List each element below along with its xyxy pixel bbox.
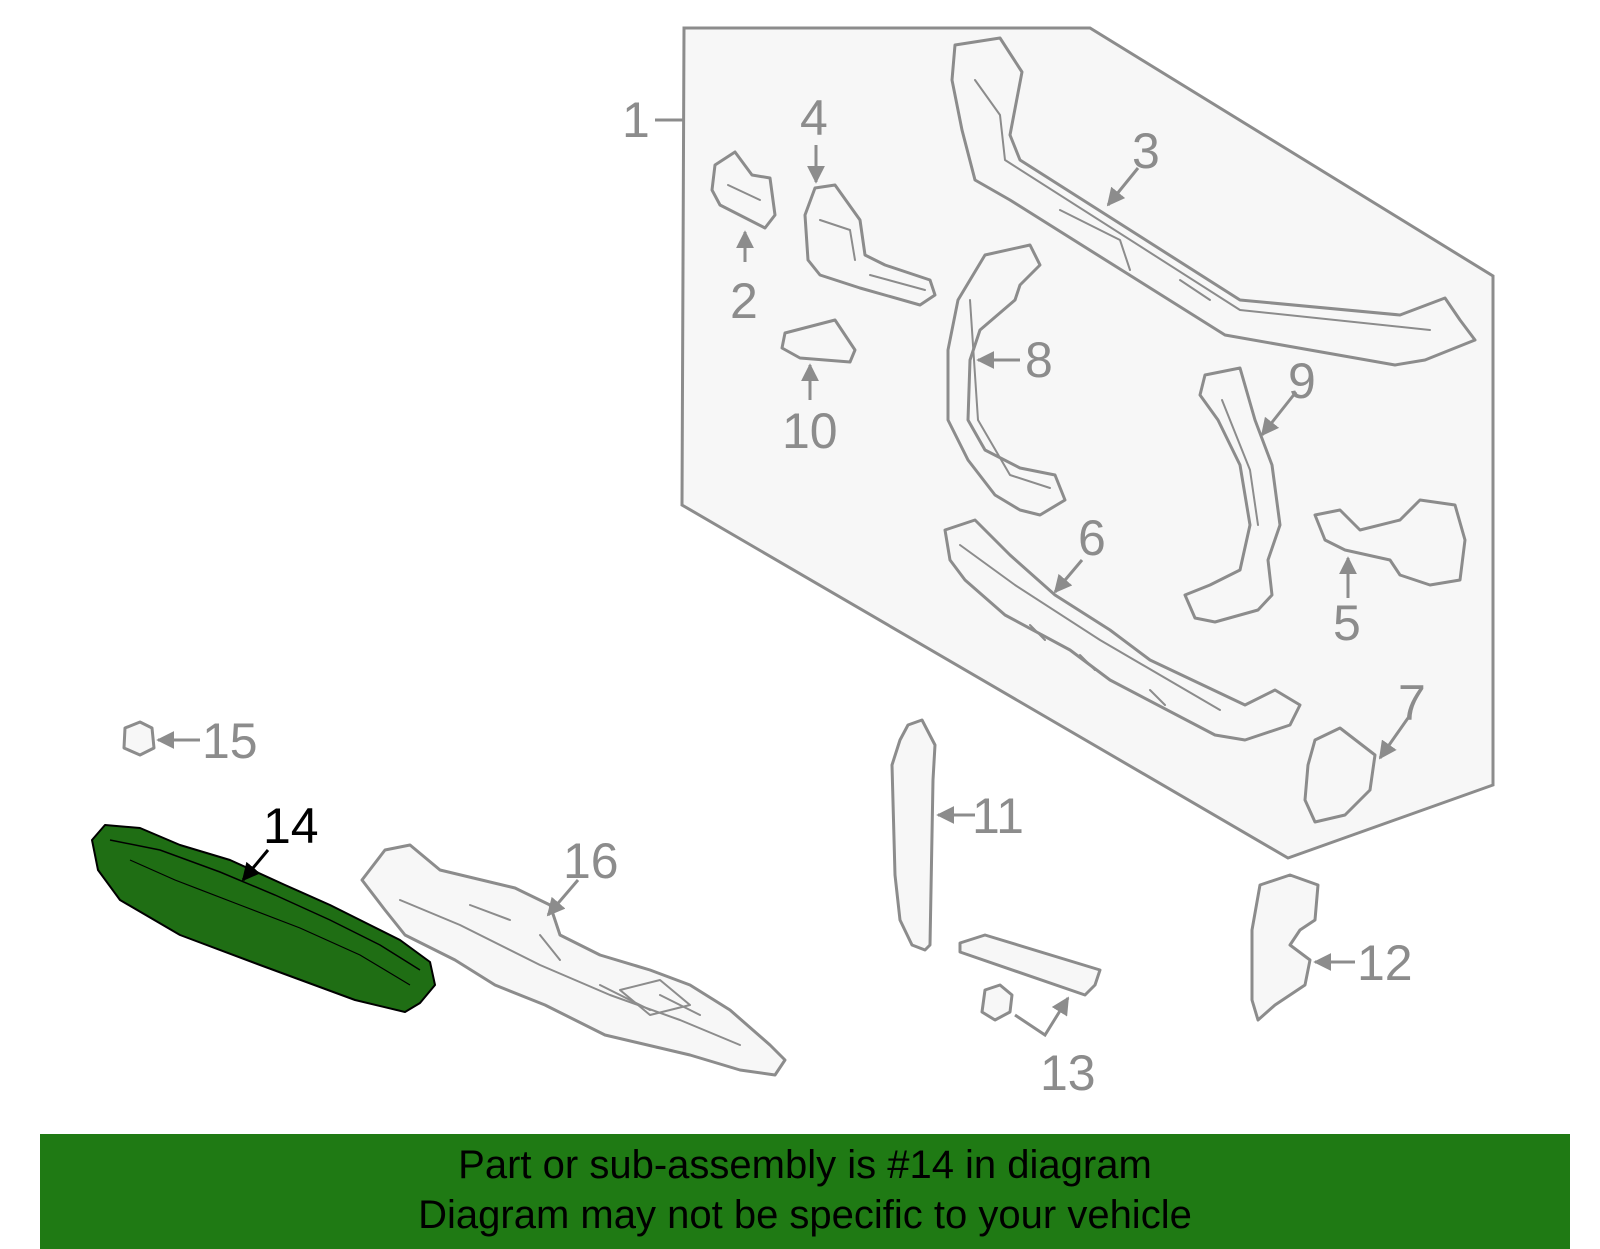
callout-4: 4	[800, 90, 828, 146]
callout-14: 14	[263, 798, 319, 854]
callout-7: 7	[1398, 675, 1426, 731]
callout-6: 6	[1078, 510, 1106, 566]
part-4[interactable]	[803, 183, 937, 307]
callout-9-leader	[1260, 391, 1298, 437]
callout-15: 15	[202, 713, 258, 769]
callout-12: 12	[1357, 935, 1413, 991]
part-15[interactable]	[122, 720, 156, 757]
banner-line-1: Part or sub-assembly is #14 in diagram	[458, 1143, 1152, 1187]
callout-11: 11	[972, 788, 1024, 844]
part-8[interactable]	[946, 243, 1067, 517]
callout-13: 13	[1040, 1045, 1096, 1101]
part-2[interactable]	[710, 150, 777, 230]
callout-16-leader	[546, 879, 580, 917]
part-11[interactable]	[890, 718, 937, 952]
part-9[interactable]	[1183, 366, 1282, 624]
part-3[interactable]	[950, 36, 1477, 367]
info-banner: Part or sub-assembly is #14 in diagram D…	[40, 1134, 1570, 1249]
part-5[interactable]	[1313, 498, 1467, 587]
callout-13-leader	[1014, 996, 1070, 1038]
callout-6-leader	[1053, 559, 1084, 594]
callout-8: 8	[1025, 332, 1053, 388]
callout-3-leader	[1106, 167, 1140, 207]
callout-5: 5	[1333, 595, 1361, 651]
part-16[interactable]	[360, 843, 787, 1077]
callout-3: 3	[1132, 123, 1160, 179]
callout-10: 10	[782, 403, 838, 459]
callout-2: 2	[730, 273, 758, 329]
part-7[interactable]	[1303, 726, 1377, 824]
callout-1: 1	[622, 92, 650, 148]
part-13[interactable]	[958, 933, 1102, 1022]
callout-16: 16	[563, 833, 619, 889]
part-10[interactable]	[780, 318, 857, 364]
callout-9: 9	[1288, 353, 1316, 409]
banner-line-2: Diagram may not be specific to your vehi…	[418, 1193, 1192, 1237]
assembly-1-outline	[680, 26, 1495, 860]
part-6[interactable]	[943, 518, 1302, 742]
part-14[interactable]	[91, 824, 436, 1013]
callout-7-leader	[1378, 717, 1410, 760]
part-12[interactable]	[1250, 873, 1320, 1022]
callout-14-leader	[241, 849, 270, 882]
